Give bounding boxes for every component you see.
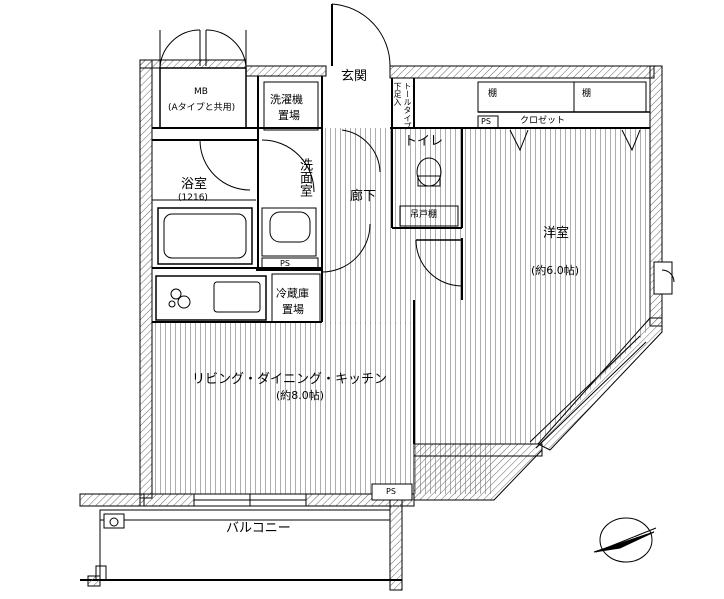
north-arrow-icon: [593, 517, 657, 563]
fridge-label-2: 置場: [282, 303, 304, 316]
fridge-label-1: 冷蔵庫: [276, 287, 309, 300]
ldk-size-label: (約8.0帖): [276, 389, 325, 402]
ps-bottom-label: PS: [386, 487, 396, 496]
closet-shelves: [477, 81, 650, 152]
ps-mid-label: PS: [280, 259, 290, 268]
entrance-label: 玄関: [341, 69, 368, 84]
hanging-shelf-label: 吊戸棚: [410, 210, 438, 220]
shelf-label-2: 棚: [582, 89, 592, 99]
laundry-label-2: 置場: [278, 109, 300, 122]
balcony-door: [193, 493, 307, 507]
angled-window: [529, 335, 647, 449]
balcony: [80, 509, 402, 587]
side-window: [653, 261, 675, 295]
ps-box-bottom: [371, 483, 413, 501]
bathtub: [152, 139, 256, 265]
closet-label: クロゼット: [520, 116, 566, 126]
entrance-door: [331, 3, 391, 67]
balcony-label: バルコニー: [226, 521, 291, 536]
flooring: [152, 128, 650, 494]
exterior-walls: [79, 59, 663, 591]
toilet-label: トイレ: [404, 134, 444, 149]
laundry-area-box: [263, 81, 319, 131]
mb-label: MB: [194, 87, 208, 97]
toilet-fixture: [341, 129, 459, 227]
mb-note-label: (Aタイプと共用): [168, 103, 236, 113]
kitchen-counter: [155, 273, 321, 323]
shelf-label-1: 棚: [488, 89, 498, 99]
tall-closet-label: トールタイプ: [403, 82, 412, 130]
washroom-label: 洗面室: [297, 158, 312, 197]
mb-cabinet: [159, 29, 247, 129]
washbasin: [261, 139, 319, 269]
western-room-label: 洋室: [543, 226, 570, 241]
laundry-label-1: 洗濯機: [270, 93, 303, 106]
hall-door: [321, 223, 371, 273]
ps-top-label: PS: [481, 117, 491, 126]
shoe-rack-label: 下足入: [393, 82, 402, 106]
ldk-label: リビング・ダイニング・キッチン: [192, 372, 388, 387]
hallway-label: 廊下: [350, 189, 377, 204]
bath-label: 浴室: [181, 177, 208, 192]
western-room-door: [415, 239, 463, 300]
bath-size-label: (1216): [178, 193, 208, 203]
western-room-size-label: (約6.0帖): [531, 264, 580, 277]
